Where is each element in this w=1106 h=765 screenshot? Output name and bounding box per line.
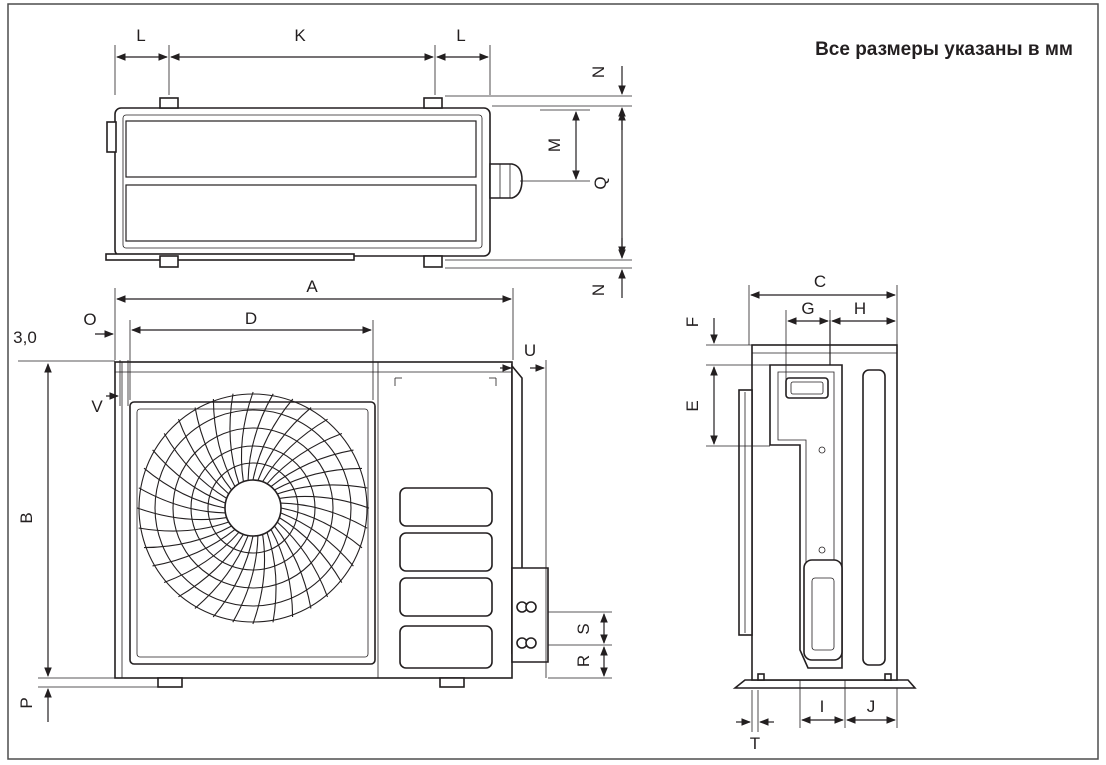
label-R: R [574, 655, 593, 667]
fan-spoke [212, 535, 254, 618]
fan-spoke [163, 433, 227, 499]
label-P: P [17, 697, 36, 708]
label-H: H [854, 299, 866, 318]
fan-spoke [279, 495, 370, 509]
label-S: S [574, 623, 593, 634]
top-view [105, 97, 523, 268]
fan-spoke [280, 512, 354, 567]
fan-spoke [143, 525, 232, 549]
label-N-bottom: N [589, 284, 608, 296]
fan-spoke [262, 418, 328, 482]
fan-spoke [266, 432, 343, 485]
label-M: M [545, 138, 564, 152]
label-I: I [820, 697, 825, 716]
fan-spoke [270, 529, 294, 618]
fan-spoke [177, 418, 230, 495]
label-V: V [91, 397, 103, 416]
fan-spoke [273, 525, 312, 609]
fan-spoke [280, 502, 368, 529]
label-N-top: N [589, 66, 608, 78]
fan-spoke [152, 528, 236, 567]
fan-spoke [277, 484, 368, 495]
label-E: E [683, 400, 702, 411]
label-J: J [867, 697, 876, 716]
fan-spoke [247, 393, 274, 481]
top-view-dimensions: L K L N M Q N [114, 26, 632, 298]
fan-spoke [163, 531, 240, 584]
fan-spoke [252, 534, 266, 625]
label-F: F [683, 317, 702, 327]
fan-spoke [152, 449, 226, 504]
fan-spoke [266, 532, 277, 623]
label-K: K [294, 26, 306, 45]
label-B: B [17, 512, 36, 523]
fan-spoke [232, 535, 259, 623]
label-D: D [245, 309, 257, 328]
fan-spoke [136, 507, 227, 521]
label-offset-3: 3,0 [13, 328, 37, 347]
label-U: U [524, 341, 536, 360]
fan-spoke [279, 517, 343, 583]
fan-spoke [252, 398, 294, 481]
front-view-dimensions: A D O 3,0 V B P U S [13, 277, 612, 722]
label-A: A [306, 277, 318, 296]
units-note: Все размеры указаны в мм [815, 39, 1073, 60]
label-C: C [814, 272, 826, 291]
fan-spoke [276, 521, 329, 598]
label-Q: Q [591, 176, 610, 189]
fan-spoke [280, 507, 363, 549]
fan-spoke [212, 398, 236, 487]
fan-grille [136, 391, 370, 625]
fan-spoke [274, 467, 363, 491]
fan-spoke [194, 535, 249, 609]
front-view [114, 361, 549, 688]
side-view-dimensions: C G H F E I J T [683, 272, 898, 753]
fan-spoke [270, 449, 354, 488]
fan-spoke [194, 407, 233, 491]
fan-spoke [240, 391, 254, 482]
fan-spoke [138, 487, 226, 514]
label-L-left: L [136, 26, 145, 45]
label-L-right: L [456, 26, 465, 45]
label-G: G [801, 299, 814, 318]
label-O: O [83, 310, 96, 329]
fan-spoke [178, 534, 244, 598]
label-T: T [750, 734, 760, 753]
fan-spoke [143, 467, 226, 509]
fan-spoke [138, 521, 229, 532]
side-view [732, 320, 917, 689]
fan-spoke [257, 407, 312, 481]
fan-spoke [229, 393, 240, 484]
